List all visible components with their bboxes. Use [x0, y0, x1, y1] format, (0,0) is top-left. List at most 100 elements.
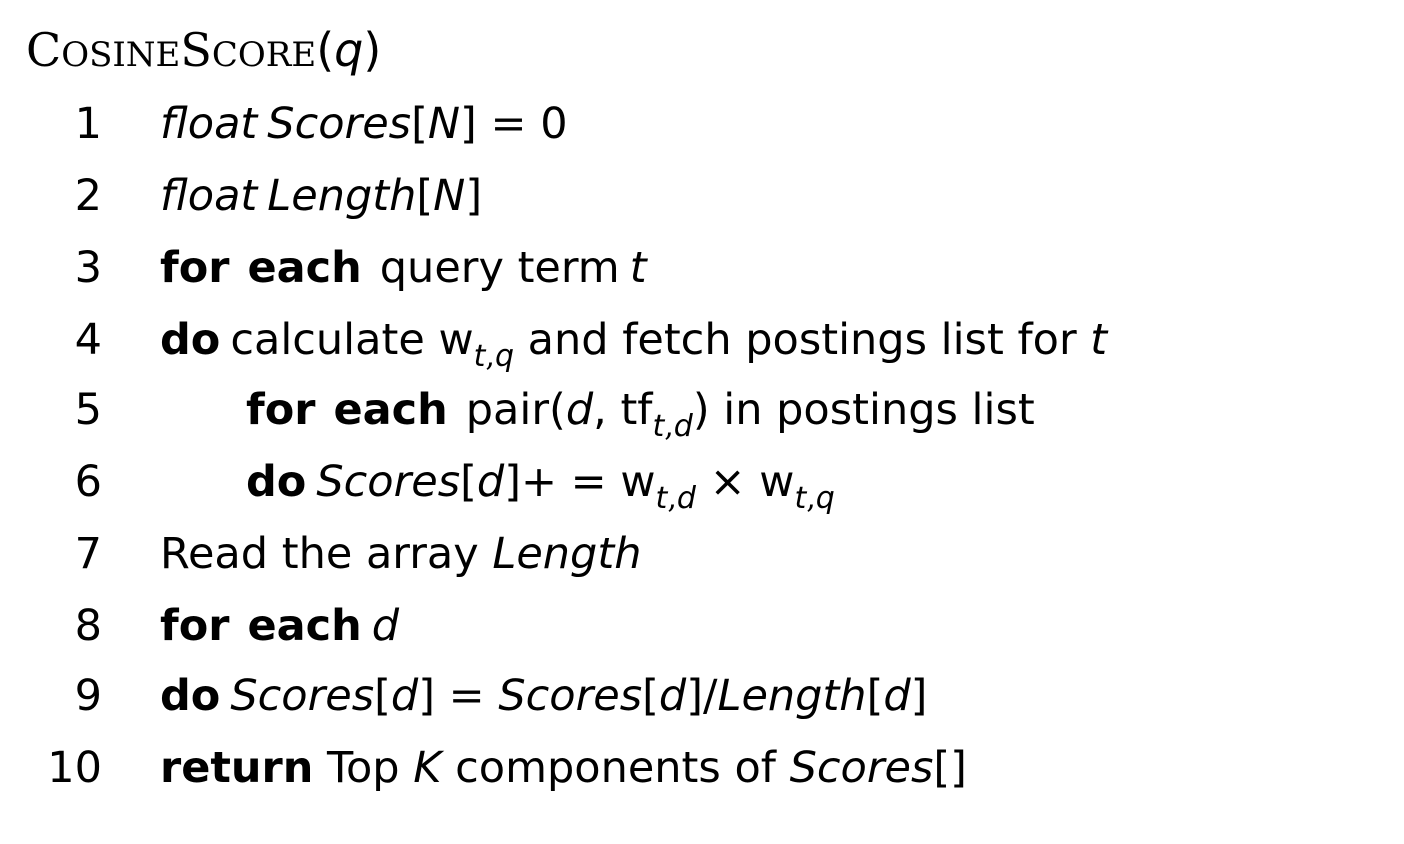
type-keyword: float — [160, 99, 258, 149]
subscript-tq: t,q — [473, 339, 514, 374]
text-query-term: query term — [379, 243, 620, 293]
text-components-of: components of — [441, 743, 790, 793]
variable-t: t — [1090, 315, 1108, 365]
text-fetch-postings: and fetch postings list for — [513, 315, 1091, 365]
variable-d: d — [371, 601, 400, 651]
keyword-for: for — [160, 601, 230, 651]
title-argument: q — [334, 23, 364, 77]
variable-length: Length — [717, 671, 867, 721]
right-bracket: ] — [418, 671, 435, 721]
left-bracket: [ — [866, 671, 884, 721]
line-content: Read the array Length — [160, 524, 641, 584]
index-d: d — [476, 457, 505, 507]
left-bracket: [ — [460, 457, 477, 507]
value-zero: 0 — [540, 99, 568, 149]
keyword-each: each — [247, 243, 362, 293]
line-number: 9 — [74, 671, 102, 721]
variable-scores: Scores — [230, 671, 375, 721]
title-smallcaps-osine: OSINE — [61, 35, 181, 75]
type-keyword: float — [160, 171, 258, 221]
variable-scores: Scores — [267, 99, 412, 149]
line-number: 8 — [74, 601, 102, 651]
line-number: 3 — [74, 243, 102, 293]
text-in-postings-list: ) in postings list — [692, 385, 1035, 435]
line-number: 7 — [74, 529, 102, 579]
right-bracket: ] — [460, 99, 477, 149]
index-d: d — [390, 671, 419, 721]
left-bracket: [ — [374, 671, 391, 721]
line-number: 2 — [74, 171, 102, 221]
equals-sign: = — [434, 671, 499, 721]
variable-k: K — [413, 743, 442, 793]
right-bracket: ] — [465, 171, 483, 221]
variable-t: t — [629, 243, 647, 293]
algorithm-title: COSINESCORE(q) — [26, 20, 381, 85]
equals-sign: = — [476, 99, 541, 149]
keyword-do: do — [246, 457, 307, 507]
text-top: Top — [313, 743, 414, 793]
left-bracket: [ — [411, 99, 428, 149]
keyword-each: each — [333, 385, 448, 435]
line-number: 1 — [74, 99, 102, 149]
text-pair: pair( — [465, 385, 566, 435]
left-bracket: [ — [642, 671, 659, 721]
title-cap-c: C — [26, 23, 62, 77]
line-number: 10 — [47, 743, 102, 793]
keyword-each: each — [247, 601, 362, 651]
times-w: × w — [695, 457, 795, 507]
subscript-td: t,d — [655, 481, 696, 516]
variable-scores: Scores — [316, 457, 461, 507]
keyword-return: return — [160, 743, 314, 793]
text-calculate-w: calculate w — [230, 315, 474, 365]
keyword-do: do — [160, 671, 221, 721]
keyword-for: for — [246, 385, 316, 435]
plus-equals-w: + = w — [520, 457, 656, 507]
line-number: 6 — [74, 457, 102, 507]
division-slash: / — [702, 671, 718, 721]
index-d: d — [883, 671, 911, 721]
code-line-7: 7 Read the array Length — [0, 524, 1404, 584]
left-bracket: [ — [416, 171, 434, 221]
title-cap-s: S — [180, 23, 212, 77]
subscript-td: t,d — [652, 409, 693, 444]
empty-brackets: [] — [933, 743, 967, 793]
variable-length: Length — [267, 171, 417, 221]
variable-length: Length — [492, 529, 642, 579]
right-bracket: ] — [504, 457, 521, 507]
index-n: N — [433, 171, 466, 221]
line-content: return Top K components of Scores[] — [160, 738, 967, 798]
variable-scores: Scores — [498, 671, 643, 721]
right-bracket: ] — [910, 671, 928, 721]
line-number: 4 — [74, 315, 102, 365]
text-read-the-array: Read the array — [160, 529, 493, 579]
title-smallcaps-core: CORE — [211, 35, 317, 75]
subscript-tq: t,q — [794, 481, 835, 516]
code-line-10: 10 return Top K components of Scores[] — [0, 738, 1404, 798]
title-open-paren: ( — [316, 23, 335, 77]
line-number: 5 — [74, 385, 102, 435]
index-n: N — [427, 99, 461, 149]
right-bracket: ] — [686, 671, 703, 721]
keyword-for: for — [160, 243, 230, 293]
variable-scores: Scores — [789, 743, 934, 793]
text-comma-tf: , tf — [593, 385, 653, 435]
index-d: d — [658, 671, 687, 721]
variable-d: d — [565, 385, 594, 435]
